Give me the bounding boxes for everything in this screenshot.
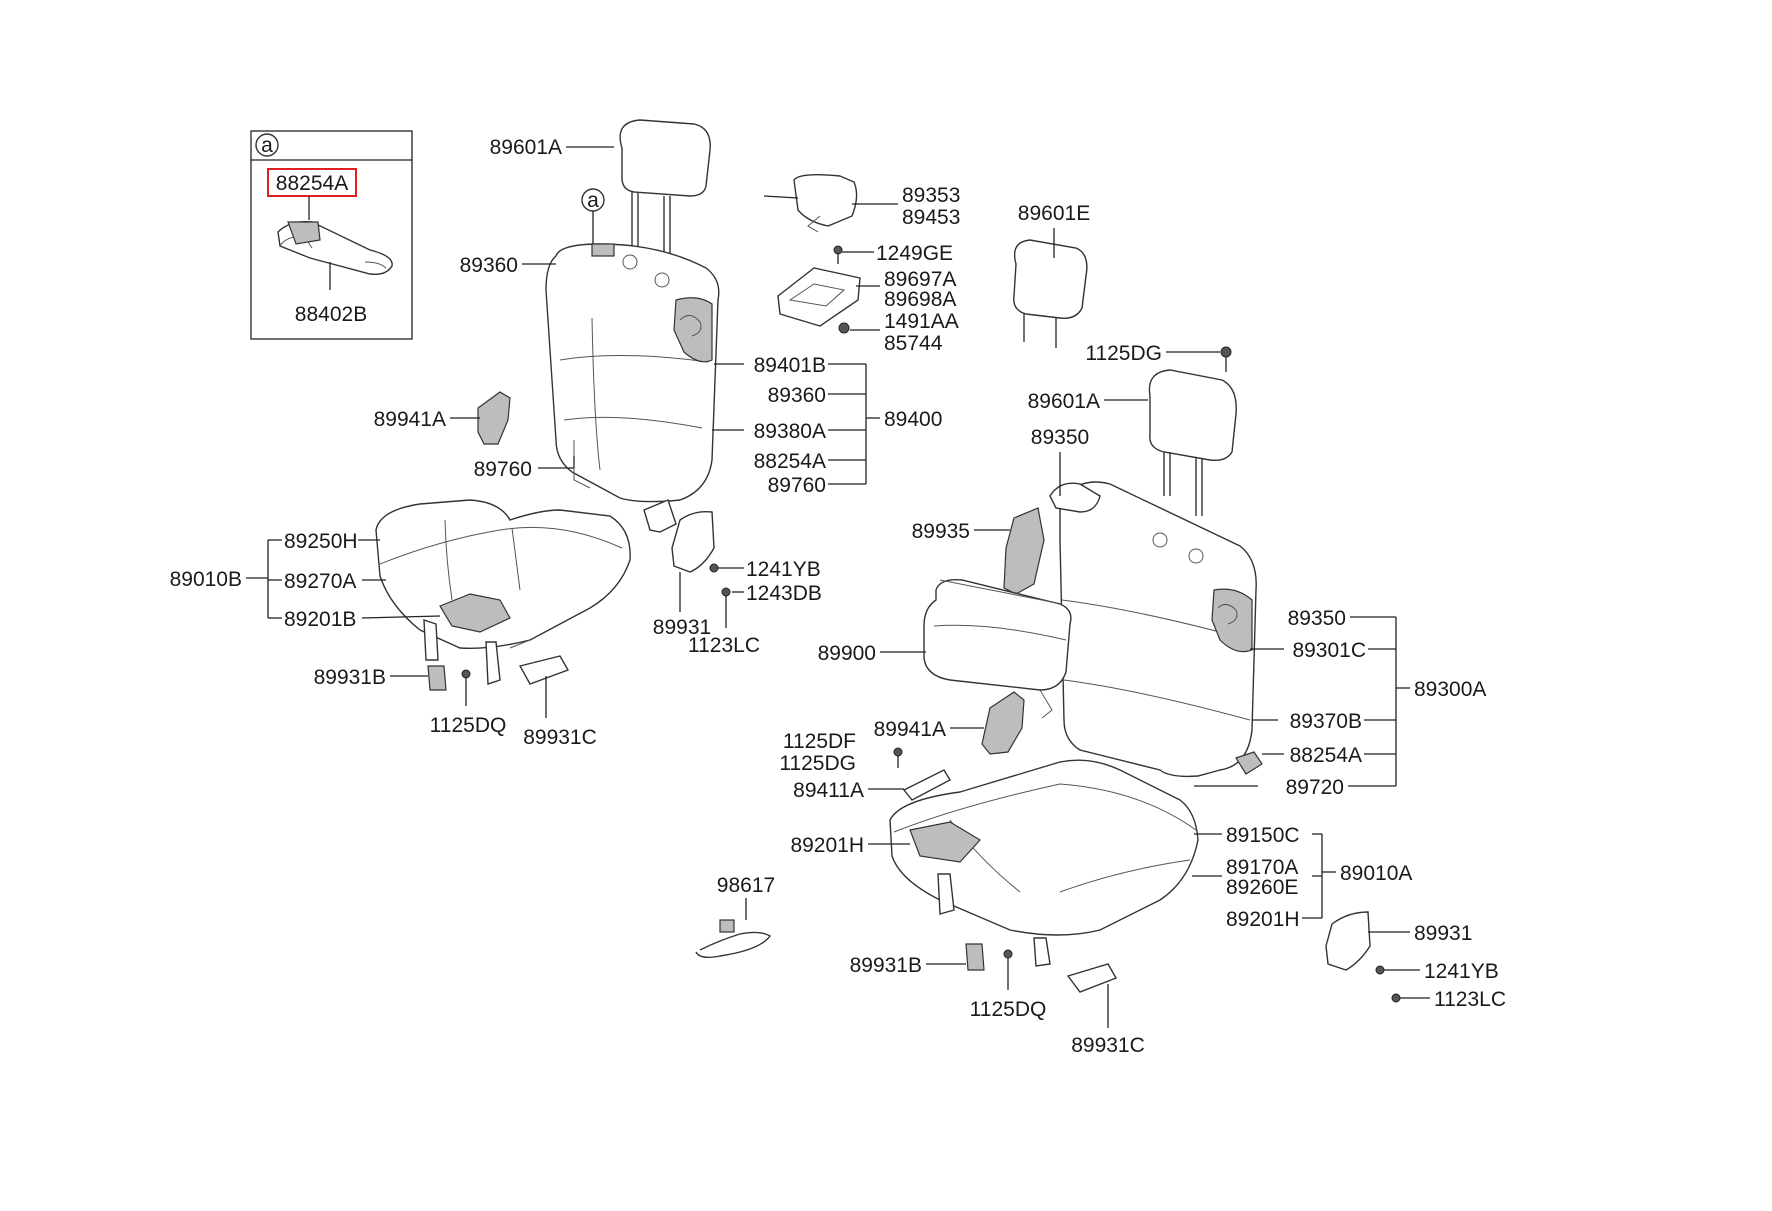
part-89760-group[interactable]: 89760 xyxy=(768,474,826,497)
left-seat-back xyxy=(545,119,720,533)
callout-a: a xyxy=(581,188,605,244)
part-89411A[interactable]: 89411A xyxy=(793,779,864,802)
left-screw-1125DQ xyxy=(461,669,471,690)
armrest-89935 xyxy=(1003,507,1045,595)
part-89698A[interactable]: 89698A xyxy=(884,288,956,311)
part-1123LC-left[interactable]: 1123LC xyxy=(688,634,760,657)
part-89931C-right[interactable]: 89931C xyxy=(1071,1034,1145,1057)
part-89931B-left[interactable]: 89931B xyxy=(314,666,386,689)
part-89453[interactable]: 89453 xyxy=(902,206,960,229)
nut-1491AA xyxy=(838,322,850,334)
part-1125DG-top[interactable]: 1125DG xyxy=(1085,342,1162,365)
part-89150C[interactable]: 89150C xyxy=(1226,824,1300,847)
bolt-1125DG-top xyxy=(1220,346,1232,372)
highlight-box xyxy=(267,168,357,197)
right-hinge-cover-89941A xyxy=(981,691,1025,755)
part-85744[interactable]: 85744 xyxy=(884,332,943,355)
inset-marker: a xyxy=(261,134,273,157)
part-1241YB-left[interactable]: 1241YB xyxy=(746,558,821,581)
part-89350-top[interactable]: 89350 xyxy=(1031,426,1089,449)
screw-1125DF xyxy=(893,747,903,768)
part-89601A-top[interactable]: 89601A xyxy=(490,136,562,159)
right-89931-part xyxy=(1325,911,1371,971)
part-89601E[interactable]: 89601E xyxy=(1018,202,1090,225)
part-89697A[interactable]: 89697A xyxy=(884,268,956,291)
inset-highlighted-part-number[interactable]: 88254A xyxy=(276,172,348,195)
part-89260E[interactable]: 89260E xyxy=(1226,876,1298,899)
part-89401B[interactable]: 89401B xyxy=(754,354,826,377)
right-headrest xyxy=(1148,369,1237,516)
latch-89353 xyxy=(763,173,858,233)
part-89380A[interactable]: 89380A xyxy=(754,420,826,443)
part-89931C-left[interactable]: 89931C xyxy=(523,726,597,749)
part-89900[interactable]: 89900 xyxy=(818,642,876,665)
part-89941A-right[interactable]: 89941A xyxy=(874,718,946,741)
left-89931-part xyxy=(671,510,715,573)
left-89931B-part xyxy=(427,665,447,691)
left-hinge-cover-89941A xyxy=(477,391,511,445)
part-89201H[interactable]: 89201H xyxy=(790,834,864,857)
armrest-cap-part xyxy=(277,221,393,276)
part-1123LC-right[interactable]: 1123LC xyxy=(1434,988,1506,1011)
part-1125DG-mid[interactable]: 1125DG xyxy=(779,752,856,775)
inset-panel: a 88254A 88402B xyxy=(250,130,413,340)
part-labels: 89601A 89360 89941A 89760 89250H 89270A … xyxy=(170,136,1506,1057)
part-89201H-group[interactable]: 89201H xyxy=(1226,908,1300,931)
part-1241YB-right[interactable]: 1241YB xyxy=(1424,960,1499,983)
cable-98617 xyxy=(695,919,772,959)
part-89360-top[interactable]: 89360 xyxy=(460,254,518,277)
headrest-89601E xyxy=(1013,239,1088,348)
inset-part-number[interactable]: 88402B xyxy=(295,303,367,326)
plate-89697A xyxy=(777,267,861,327)
left-89931C-part xyxy=(518,655,570,685)
part-89400[interactable]: 89400 xyxy=(884,408,942,431)
part-89300A[interactable]: 89300A xyxy=(1414,678,1486,701)
part-98617[interactable]: 98617 xyxy=(717,874,775,897)
part-89370B[interactable]: 89370B xyxy=(1290,710,1362,733)
part-88254A-group[interactable]: 88254A xyxy=(754,450,826,473)
part-1249GE[interactable]: 1249GE xyxy=(876,242,953,265)
part-89010A[interactable]: 89010A xyxy=(1340,862,1412,885)
part-89250H[interactable]: 89250H xyxy=(284,530,358,553)
right-88254A-part xyxy=(1235,751,1263,775)
armrest-89900 xyxy=(923,579,1072,719)
part-1243DB[interactable]: 1243DB xyxy=(746,582,822,605)
part-1491AA[interactable]: 1491AA xyxy=(884,310,959,333)
part-89931B-right[interactable]: 89931B xyxy=(850,954,922,977)
left-seat-cushion xyxy=(375,499,631,685)
part-1125DQ-left[interactable]: 1125DQ xyxy=(430,714,507,737)
part-1125DF[interactable]: 1125DF xyxy=(783,730,856,753)
part-89201B[interactable]: 89201B xyxy=(284,608,356,631)
right-seat-cushion xyxy=(889,759,1199,967)
leader-lines xyxy=(246,146,1430,1028)
part-89935[interactable]: 89935 xyxy=(912,520,970,543)
right-screw-1125DQ xyxy=(1003,949,1013,970)
right-89931B-part xyxy=(965,943,985,971)
part-89353[interactable]: 89353 xyxy=(902,184,960,207)
part-89010B[interactable]: 89010B xyxy=(170,568,242,591)
inset-marker-circle xyxy=(255,133,279,157)
part-89760-left[interactable]: 89760 xyxy=(474,458,532,481)
part-89270A[interactable]: 89270A xyxy=(284,570,356,593)
part-89360-group[interactable]: 89360 xyxy=(768,384,826,407)
left-headrest xyxy=(619,119,711,197)
part-89931-right[interactable]: 89931 xyxy=(1414,922,1472,945)
part-89170A[interactable]: 89170A xyxy=(1226,856,1298,879)
part-89931-left[interactable]: 89931 xyxy=(653,616,711,639)
screw-1249GE xyxy=(833,245,843,264)
bracket-89411A xyxy=(902,769,951,801)
callout-marker: a xyxy=(587,189,599,212)
part-88254A-right[interactable]: 88254A xyxy=(1290,744,1362,767)
part-89720[interactable]: 89720 xyxy=(1286,776,1344,799)
part-89601A-right[interactable]: 89601A xyxy=(1028,390,1100,413)
right-seat-back xyxy=(1049,481,1257,778)
part-89301C[interactable]: 89301C xyxy=(1292,639,1366,662)
right-89931C-part xyxy=(1066,963,1118,993)
part-1125DQ-right[interactable]: 1125DQ xyxy=(970,998,1047,1021)
part-89350-group[interactable]: 89350 xyxy=(1288,607,1346,630)
part-89941A-left[interactable]: 89941A xyxy=(374,408,446,431)
